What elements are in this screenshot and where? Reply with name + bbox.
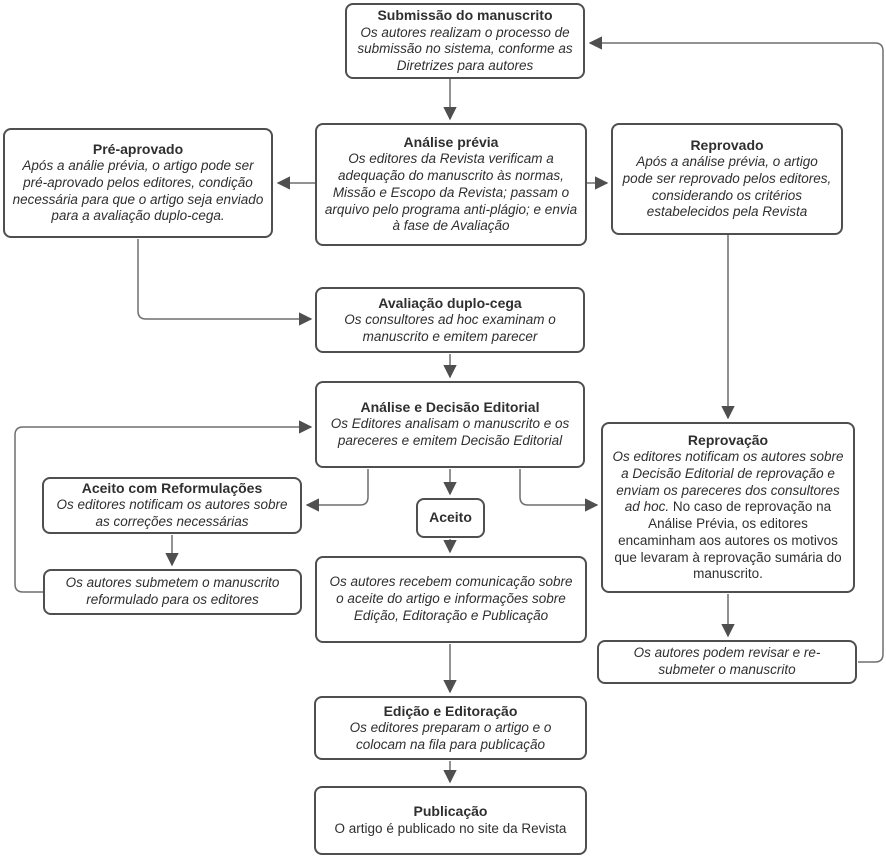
node-body: Os autores recebem comunicação sobre o a…: [329, 574, 573, 623]
node-publicacao: Publicação O artigo é publicado no site …: [314, 786, 587, 855]
node-reprovado: Reprovado Após a análise prévia, o artig…: [611, 123, 843, 235]
node-body: Os autores podem revisar e re-submeter o…: [633, 645, 821, 677]
node-autores-podem-revisar: Os autores podem revisar e re-submeter o…: [597, 640, 857, 684]
node-autores-recebem-comunicacao: Os autores recebem comunicação sobre o a…: [315, 556, 587, 643]
node-body: Após a análie prévia, o artigo pode ser …: [12, 158, 264, 224]
node-reprovacao: Reprovação Os editores notificam os auto…: [601, 422, 855, 593]
node-body: Os editores da Revista verificam a adequ…: [324, 151, 578, 234]
node-body: Os consultores ad hoc examinam o manuscr…: [344, 311, 556, 344]
node-autores-submetem-reformulado: Os autores submetem o manuscrito reformu…: [43, 569, 302, 615]
node-body: O artigo é publicado no site da Revista: [334, 820, 567, 836]
node-body: Após a análise prévia, o artigo pode ser…: [622, 154, 832, 220]
node-edicao-e-editoracao: Edição e Editoração Os editores preparam…: [314, 696, 587, 760]
node-title: Análise e Decisão Editorial: [360, 399, 540, 416]
node-analise-previa: Análise prévia Os editores da Revista ve…: [315, 123, 587, 246]
node-body: Os Editores analisam o manuscrito e os p…: [330, 416, 570, 449]
node-title: Pré-aprovado: [92, 140, 184, 157]
node-body: Os editores notificam os autores sobre a…: [56, 497, 288, 530]
node-title: Edição e Editoração: [383, 702, 518, 719]
node-aceito-com-reformulacoes: Aceito com Reformulações Os editores not…: [42, 477, 302, 534]
node-title: Aceito com Reformulações: [81, 480, 263, 497]
node-avaliacao-duplo-cega: Avaliação duplo-cega Os consultores ad h…: [315, 287, 585, 353]
arrow-analise-decisao-to-reprovacao: [519, 469, 599, 512]
node-body: Os editores preparam o artigo e o coloca…: [349, 719, 552, 752]
node-title: Publicação: [413, 803, 488, 820]
node-title: Reprovação: [687, 431, 769, 448]
node-submissao-do-manuscrito: Submissão do manuscrito Os autores reali…: [345, 3, 585, 79]
node-body: Os autores realizam o processo de submis…: [357, 24, 573, 74]
node-title: Aceito: [429, 509, 472, 526]
node-title: Submissão do manuscrito: [377, 7, 553, 24]
node-title: Análise prévia: [403, 133, 499, 150]
node-pre-aprovado: Pré-aprovado Após a análie prévia, o art…: [3, 128, 273, 238]
arrow-pre-aprovado-to-avaliacao: [137, 239, 313, 326]
node-body: Os editores notificam os autores sobre a…: [610, 449, 846, 583]
arrow-analise-decisao-to-aceito-reformulacoes: [305, 469, 369, 512]
node-aceito: Aceito: [416, 498, 485, 538]
node-analise-e-decisao-editorial: Análise e Decisão Editorial Os Editores …: [315, 381, 585, 468]
node-title: Reprovado: [690, 136, 764, 153]
node-title: Avaliação duplo-cega: [378, 294, 522, 311]
node-body: Os autores submetem o manuscrito reformu…: [65, 575, 280, 607]
